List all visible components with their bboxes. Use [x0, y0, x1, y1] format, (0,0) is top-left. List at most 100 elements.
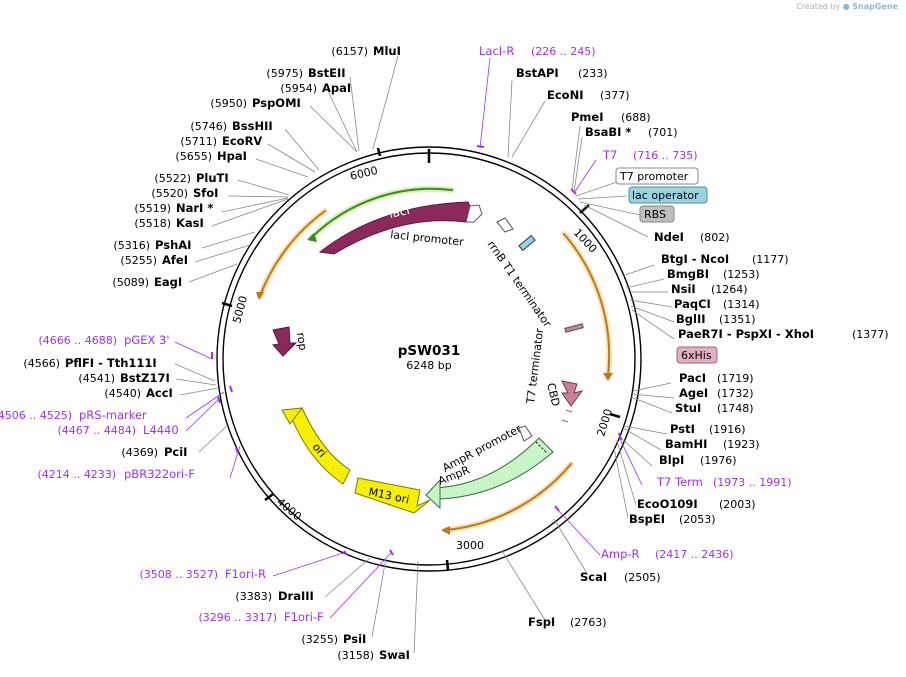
label-econi: EcoNI [547, 88, 583, 102]
label-pacI: PacI [679, 371, 706, 385]
leader-t7-promoter [575, 181, 618, 197]
pos-l4440: (4467 .. 4484) [57, 424, 136, 437]
primer-mark-f1ori-f [389, 549, 394, 556]
label-xhoI: PaeR7I - PspXI - XhoI [678, 327, 814, 341]
orf-arc-1 [563, 233, 611, 377]
pos-econi: (377) [600, 89, 630, 102]
leader-pciI [198, 423, 230, 453]
pos-tth111I: (4566) [23, 357, 60, 370]
pos-mluI: (6157) [331, 45, 368, 58]
leader-blpI [619, 436, 653, 467]
leader-draIII [324, 557, 371, 598]
pos-pgex: (4666 .. 4688) [38, 334, 117, 347]
primer-mark-prs [229, 385, 233, 393]
orf-arrowheads [256, 233, 613, 535]
pos-pshAI: (5316) [113, 239, 150, 252]
label-bstAPI: BstAPI [516, 66, 559, 80]
leader-ncoI [621, 264, 655, 277]
primer-mark-amp-R [554, 505, 560, 512]
leader-bsaBI [573, 136, 583, 193]
his-tag-box [676, 346, 718, 364]
label-amp-R: Amp-R [601, 547, 640, 561]
leader-bmgbi [625, 278, 665, 289]
label-swaI: SwaI [379, 648, 410, 662]
leader-swaI [413, 560, 419, 654]
leader-kasI [211, 198, 289, 227]
rrnB-label: rrnB T1 terminator [485, 238, 555, 330]
primer-mark-t7term [618, 432, 622, 441]
pos-amp-R: (2417 .. 2436) [655, 548, 734, 561]
leader-afeI [194, 244, 251, 263]
leader-bstEII [349, 76, 360, 152]
label-bssHII: BssHII [232, 119, 273, 133]
tick-label-3000: 3000 [456, 539, 484, 552]
lacI-promoter-label: lacI promoter [390, 228, 465, 249]
pos-bstZ17I: (4541) [78, 372, 115, 385]
leader-pluTI [237, 179, 290, 196]
label-mluI: MluI [373, 44, 401, 58]
pos-stuI: (1748) [717, 402, 754, 415]
pos-pbr322: (4214 .. 4233) [37, 468, 116, 481]
watermark-brand: SnapGene [852, 2, 898, 11]
m13-ori-feature [354, 477, 431, 514]
orf-arrowhead-2 [441, 526, 450, 535]
pos-psiI: (3255) [301, 633, 338, 646]
plasmid-name: pSW031 [398, 343, 460, 359]
primer-marks [211, 145, 622, 556]
pos-ncoI: (1177) [752, 253, 789, 266]
pos-bstAPI: (233) [578, 67, 608, 80]
leader-eagI [188, 263, 238, 283]
leader-hpaI [255, 158, 309, 178]
label-lacI-R: LacI-R [479, 44, 514, 58]
leader-f1ori-f [329, 551, 393, 619]
pos-ndeI: (802) [700, 231, 730, 244]
pos-bsaBI: (701) [648, 126, 678, 139]
label-pluTI: PluTI [196, 171, 229, 185]
pos-eco0109I: (2003) [719, 498, 756, 511]
leader-eco0109 [616, 440, 637, 506]
pos-afeI: (5255) [120, 254, 157, 267]
lacI-promoter-arrow [465, 204, 483, 223]
leader-bamHI [622, 427, 662, 451]
tick-3000 [445, 559, 450, 571]
leader-pacI [632, 382, 672, 392]
leader-pstI [623, 425, 668, 435]
plasmid-size: 6248 bp [406, 359, 451, 372]
snapgene-watermark: Created by ● SnapGene [796, 2, 898, 11]
t7-terminator-box [564, 323, 584, 333]
pos-blpI: (1976) [700, 454, 737, 467]
cbd-label: CBD [544, 382, 562, 408]
label-ncoI: BtgI - NcoI [661, 252, 729, 266]
pos-apaI: (5954) [280, 82, 317, 95]
rbs-box [639, 205, 675, 223]
ampR-promoter-arrow [518, 425, 533, 442]
label-t7-promoter: T7 promoter [619, 170, 689, 183]
ori-arrowhead [281, 407, 304, 425]
pos-fspI: (2763) [570, 616, 607, 629]
rrnB-arrow [496, 217, 514, 233]
label-ndeI: NdeI [654, 230, 684, 244]
label-stuI: StuI [675, 401, 701, 415]
leader-bstZ17I [175, 378, 217, 386]
label-pshAI: PshAI [155, 238, 191, 252]
orf-arrowhead-3 [256, 292, 264, 300]
leader-pspomi [309, 105, 358, 153]
label-tth111I: PflFI - Tth111I [65, 356, 157, 370]
pos-f1ori-r: (3508 .. 3527) [139, 568, 218, 581]
pos-nsiI: (1264) [711, 283, 748, 296]
right-labels: LacI-R (226 .. 245) BstAPI (233) EcoNI (… [479, 44, 889, 629]
label-t7-term: T7 Term [656, 475, 703, 489]
primer-mark-pbr [235, 447, 239, 454]
label-blpI: BlpI [659, 453, 684, 467]
leader-bspEI [613, 447, 629, 519]
pos-bspEI: (2053) [679, 513, 716, 526]
orf-arc-3-halo [257, 208, 328, 299]
primer-mark-l4440 [217, 396, 221, 404]
label-bsaBI: BsaBI * [585, 125, 631, 139]
label-narI: NarI * [176, 201, 213, 215]
rop-label: rop [294, 332, 309, 352]
leader-lac-op [577, 195, 628, 200]
leader-psiI [371, 557, 387, 638]
leader-sfoI [227, 195, 289, 198]
label-ageI: AgeI [679, 386, 708, 400]
